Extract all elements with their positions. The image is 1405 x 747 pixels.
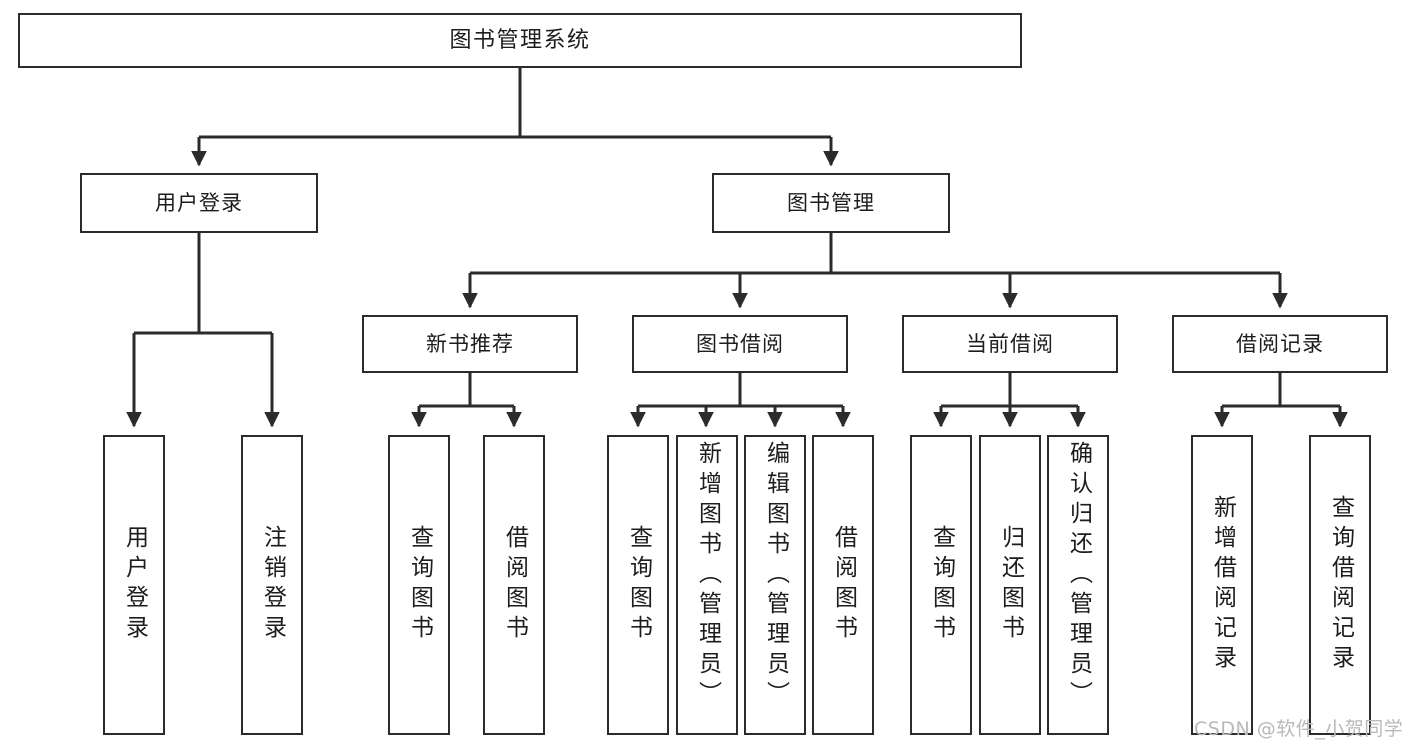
node-new-book-recommend[interactable]: 新书推荐 xyxy=(362,315,578,373)
node-label: 查询借阅记录 xyxy=(1327,495,1354,675)
leaf-user-login-logout[interactable]: 注销登录 xyxy=(241,435,303,735)
leaf-user-login-login[interactable]: 用户登录 xyxy=(103,435,165,735)
leaf-borrow-record-query[interactable]: 查询借阅记录 xyxy=(1309,435,1371,735)
node-label: 查询图书 xyxy=(928,525,955,645)
node-label: 当前借阅 xyxy=(966,331,1054,356)
leaf-borrow-record-add[interactable]: 新增借阅记录 xyxy=(1191,435,1253,735)
node-label: 新增图书（管理员） xyxy=(694,441,721,711)
node-label: 新增借阅记录 xyxy=(1209,495,1236,675)
node-user-login[interactable]: 用户登录 xyxy=(80,173,318,233)
leaf-current-borrow-return[interactable]: 归还图书 xyxy=(979,435,1041,735)
node-book-borrow[interactable]: 图书借阅 xyxy=(632,315,848,373)
leaf-book-borrow-add[interactable]: 新增图书（管理员） xyxy=(676,435,738,735)
leaf-current-borrow-query[interactable]: 查询图书 xyxy=(910,435,972,735)
node-label: 注销登录 xyxy=(259,525,286,645)
node-label: 图书管理系统 xyxy=(449,27,591,53)
node-label: 编辑图书（管理员） xyxy=(762,441,789,711)
node-label: 借阅记录 xyxy=(1236,331,1324,356)
watermark-text: CSDN @软件_小贺同学 xyxy=(1194,718,1404,740)
node-label: 归还图书 xyxy=(997,525,1024,645)
leaf-new-book-borrow[interactable]: 借阅图书 xyxy=(483,435,545,735)
leaf-new-book-query[interactable]: 查询图书 xyxy=(388,435,450,735)
node-label: 借阅图书 xyxy=(501,525,528,645)
node-current-borrow[interactable]: 当前借阅 xyxy=(902,315,1118,373)
node-borrow-record[interactable]: 借阅记录 xyxy=(1172,315,1388,373)
leaf-current-borrow-confirm[interactable]: 确认归还（管理员） xyxy=(1047,435,1109,735)
node-label: 查询图书 xyxy=(625,525,652,645)
node-label: 借阅图书 xyxy=(830,525,857,645)
node-label: 用户登录 xyxy=(121,525,148,645)
leaf-book-borrow-edit[interactable]: 编辑图书（管理员） xyxy=(744,435,806,735)
node-label: 图书借阅 xyxy=(696,331,784,356)
node-label: 新书推荐 xyxy=(426,331,514,356)
leaf-book-borrow-query[interactable]: 查询图书 xyxy=(607,435,669,735)
node-root-system[interactable]: 图书管理系统 xyxy=(18,13,1022,68)
node-label: 图书管理 xyxy=(787,190,875,215)
leaf-book-borrow-borrow[interactable]: 借阅图书 xyxy=(812,435,874,735)
node-label: 确认归还（管理员） xyxy=(1065,441,1092,711)
node-book-management[interactable]: 图书管理 xyxy=(712,173,950,233)
node-label: 查询图书 xyxy=(406,525,433,645)
node-label: 用户登录 xyxy=(155,190,243,215)
